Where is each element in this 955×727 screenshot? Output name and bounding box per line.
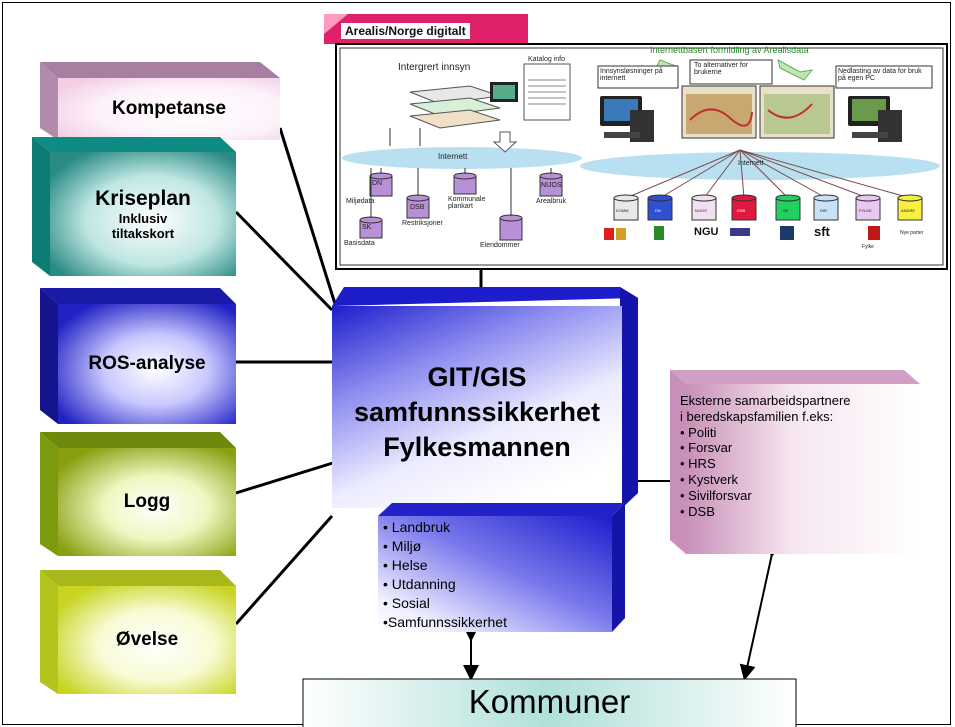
db-label: KOMM [616, 208, 629, 213]
ovelse-box [40, 570, 236, 694]
arealis-katalog: Katalog info [528, 56, 565, 63]
arealis-internett-right: Internett [738, 160, 764, 167]
layer-stack [409, 82, 518, 129]
arealis-nedlasting: Nedlasting av data for bruk på egen PC [838, 68, 922, 82]
external-box [670, 370, 920, 554]
external-item: • Sivilforsvar [680, 487, 752, 503]
external-item: • Forsvar [680, 440, 733, 456]
center-line1: GIT/GIS [427, 362, 527, 392]
arealis-innsyn: Innsynsløsninger på internett [600, 68, 663, 82]
sector-list: • Landbruk • Miljø • Helse • Utdanning •… [383, 518, 507, 632]
db-label: DSB [737, 208, 746, 213]
center-title: GIT/GIS samfunnssikkerhet Fylkesmannen [332, 360, 622, 465]
arrow-ext-kommuner [739, 540, 783, 681]
external-item: • Politi [680, 424, 717, 440]
arealis-left-title: Intergrert innsyn [398, 62, 471, 73]
external-list: Eksterne samarbeidspartnere i beredskaps… [680, 393, 851, 519]
kriseplan-sub2: tiltakskort [111, 226, 175, 241]
node-restriksjoner: Restriksjoner [402, 220, 443, 227]
line-logg [235, 460, 337, 495]
logg-label: Logg [123, 491, 171, 512]
external-title1: Eksterne samarbeidspartnere [680, 393, 851, 408]
logo-ngu: NGU [694, 226, 719, 238]
sector-item: • Landbruk [383, 519, 451, 535]
kriseplan-box [32, 137, 236, 276]
external-item: • Kystverk [680, 471, 739, 487]
sector-item: • Helse [383, 557, 428, 573]
external-title2: i beredskapsfamilien f.eks: [680, 408, 834, 424]
center-line3: Fylkesmannen [383, 432, 571, 462]
db-label: ANDRE [901, 208, 916, 213]
arealis-right-title: Internettbasert formidling av Arealisdat… [650, 45, 809, 55]
logo-nye-parter: Nye parter [900, 230, 924, 236]
sector-item: •Samfunnssikkerhet [383, 614, 507, 630]
line-kompetanse [278, 127, 338, 308]
arealis-internett-left: Internett [438, 152, 468, 161]
node-basisdata: Basisdata [344, 240, 375, 247]
logo-sft: sft [814, 224, 830, 239]
line-ovelse [234, 515, 334, 625]
node-dn: DN [372, 180, 383, 187]
kriseplan-label: Kriseplan [95, 187, 191, 210]
node-sk: SK [362, 224, 372, 231]
db-label: DN [655, 208, 661, 213]
db-label: FYLKE [859, 208, 872, 213]
sector-item: • Sosial [383, 595, 430, 611]
kriseplan-label-group: Kriseplan Inklusiv tiltakskort [50, 152, 236, 276]
computer-icon-right [848, 96, 902, 142]
line-kriseplan [234, 210, 334, 312]
db-label: SK [783, 208, 789, 213]
external-item: • HRS [680, 456, 716, 472]
external-item: • DSB [680, 503, 715, 519]
db-label: NIJOS [695, 208, 707, 213]
logo-fylke: Fylke [862, 244, 874, 250]
computer-icon-left [600, 96, 654, 142]
right-databases [613, 194, 923, 221]
agency-logos [604, 226, 880, 240]
node-nijos: NIJOS [541, 182, 562, 189]
node-dsb: DSB [410, 204, 425, 211]
ros-label: ROS-analyse [88, 353, 206, 374]
kompetanse-label: Kompetanse [111, 98, 227, 119]
sector-item: • Miljø [383, 538, 422, 554]
kriseplan-sub1: Inklusiv [118, 211, 168, 226]
kommuner-label: Kommuner [468, 683, 631, 720]
sector-box [378, 503, 625, 632]
kommuner-box [302, 678, 797, 727]
arealis-tab-label: Arealis/Norge digitalt [341, 23, 470, 39]
db-label: DIR [820, 208, 827, 213]
logg-box [40, 432, 236, 556]
arealis-alternativ: To alternativer for brukerne [694, 62, 749, 76]
ovelse-label: Øvelse [115, 629, 179, 650]
sector-item: • Utdanning [383, 576, 456, 592]
center-box [332, 287, 638, 510]
center-line2: samfunnssikkerhet [353, 397, 601, 427]
kompetanse-box [40, 62, 280, 140]
ros-box [40, 288, 236, 424]
node-eiendommer: Eiendommer [480, 242, 520, 249]
node-arealbruk: Arealbruk [536, 198, 566, 205]
node-kommunale-plankart: Kommunale plankart [448, 196, 486, 210]
node-miljodata: Miljødata [346, 198, 375, 205]
